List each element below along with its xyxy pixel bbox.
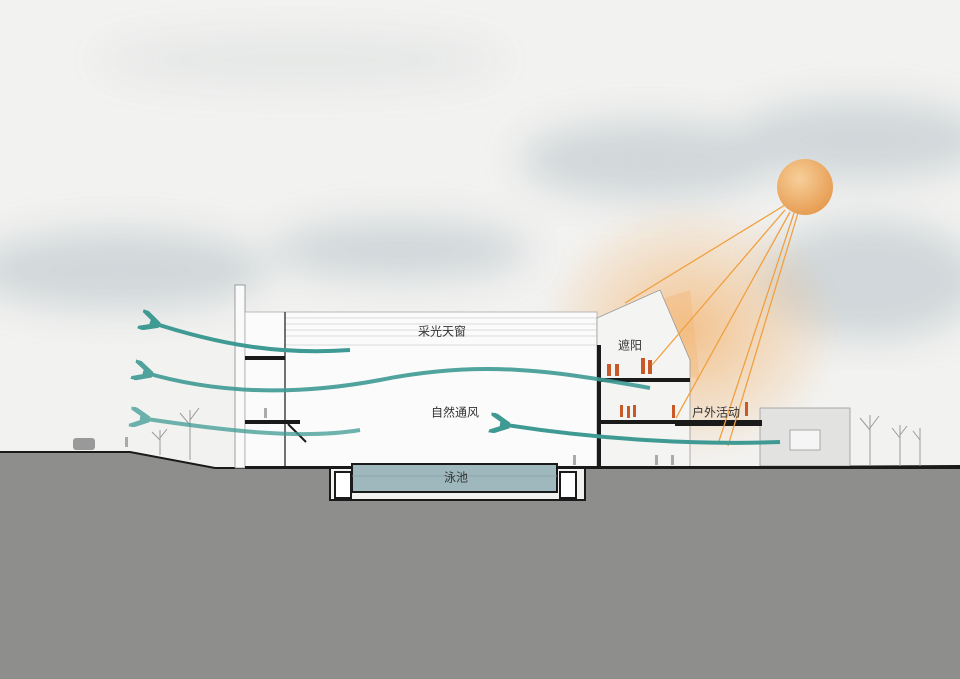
clouds bbox=[0, 35, 960, 340]
sun-icon bbox=[777, 159, 833, 215]
label-skylight: 采光天窗 bbox=[417, 324, 467, 339]
neighbor-building bbox=[759, 407, 851, 467]
people-figures bbox=[607, 358, 748, 418]
ground bbox=[0, 452, 960, 679]
sun-rays bbox=[624, 204, 799, 447]
label-outdoor-activity: 户外活动 bbox=[691, 405, 741, 420]
label-pool: 泳池 bbox=[443, 470, 469, 485]
label-shading: 遮阳 bbox=[617, 338, 643, 353]
pool bbox=[351, 463, 558, 493]
trees bbox=[151, 407, 921, 466]
car-icon bbox=[73, 438, 95, 450]
building-section bbox=[234, 284, 960, 499]
airflow-arrows bbox=[140, 322, 781, 445]
ground-line bbox=[0, 451, 960, 501]
label-natural-ventilation: 自然通风 bbox=[430, 405, 480, 420]
people-silhouettes bbox=[125, 408, 674, 465]
